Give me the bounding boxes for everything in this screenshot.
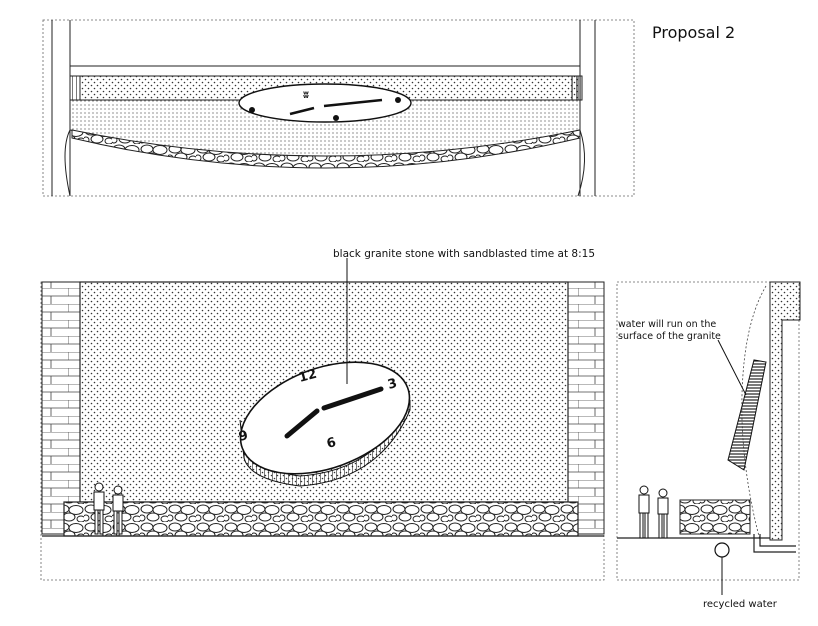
numeral-3: 3 [386, 376, 399, 393]
elevation-view: 12 3 6 9 [40, 258, 605, 581]
numeral-6: 6 [325, 435, 338, 452]
clock-hour-hand [284, 408, 320, 439]
clock-minute-hand [321, 386, 384, 411]
svg-text:ʬ: ʬ [303, 90, 309, 101]
section-view [616, 281, 801, 595]
pump-icon [714, 542, 730, 558]
plan-view: ʬ [42, 19, 635, 197]
water-label-line2: surface of the granite [618, 331, 721, 342]
water-label-line1: water will run on the [618, 319, 716, 330]
section-granite [727, 359, 767, 471]
numeral-9: 9 [237, 428, 250, 445]
water-label-leader [717, 339, 747, 396]
numeral-12: 12 [297, 367, 318, 386]
section-people-silhouette [638, 485, 669, 539]
stone-label: black granite stone with sandblasted tim… [333, 248, 595, 260]
people-silhouette [93, 482, 124, 535]
plan-clock-face [238, 83, 412, 123]
sheet-title: Proposal 2 [652, 23, 735, 42]
elevation-clock-face [239, 361, 411, 475]
recycled-label: recycled water [703, 599, 778, 610]
